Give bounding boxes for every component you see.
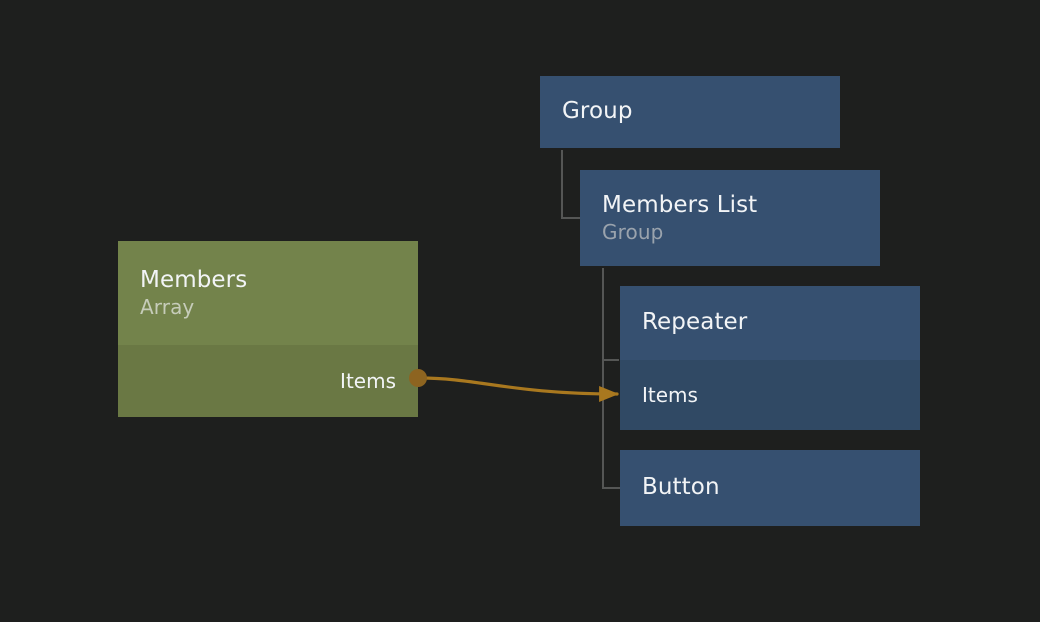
- node-repeater-port-items-row[interactable]: Items: [620, 360, 920, 430]
- node-members-list-title: Members List: [602, 192, 758, 219]
- node-button-title: Button: [642, 474, 720, 501]
- node-group-title: Group: [562, 98, 633, 125]
- node-members-list[interactable]: Members List Group: [580, 170, 880, 266]
- node-members-port-items-label: Items: [340, 369, 396, 393]
- node-button[interactable]: Button: [620, 450, 920, 526]
- node-button-header[interactable]: Button: [620, 450, 920, 526]
- node-repeater-port-items-label: Items: [642, 383, 698, 407]
- node-members-list-header[interactable]: Members List Group: [580, 170, 880, 266]
- tree-trunk-members-list-children: [602, 268, 620, 489]
- node-members-title: Members: [140, 267, 248, 294]
- node-members-header[interactable]: Members Array: [118, 241, 418, 345]
- wire-path: [418, 376, 619, 402]
- node-group-header[interactable]: Group: [540, 76, 840, 148]
- node-members-subtitle: Array: [140, 294, 195, 319]
- node-repeater-header[interactable]: Repeater: [620, 286, 920, 360]
- node-members[interactable]: Members Array Items: [118, 241, 418, 417]
- node-members-port-items-row[interactable]: Items: [118, 345, 418, 417]
- node-repeater[interactable]: Repeater Items: [620, 286, 920, 430]
- node-group[interactable]: Group: [540, 76, 840, 148]
- node-repeater-title: Repeater: [642, 309, 748, 336]
- tree-elbow-group-to-members-list: [561, 150, 580, 219]
- node-members-list-subtitle: Group: [602, 219, 664, 244]
